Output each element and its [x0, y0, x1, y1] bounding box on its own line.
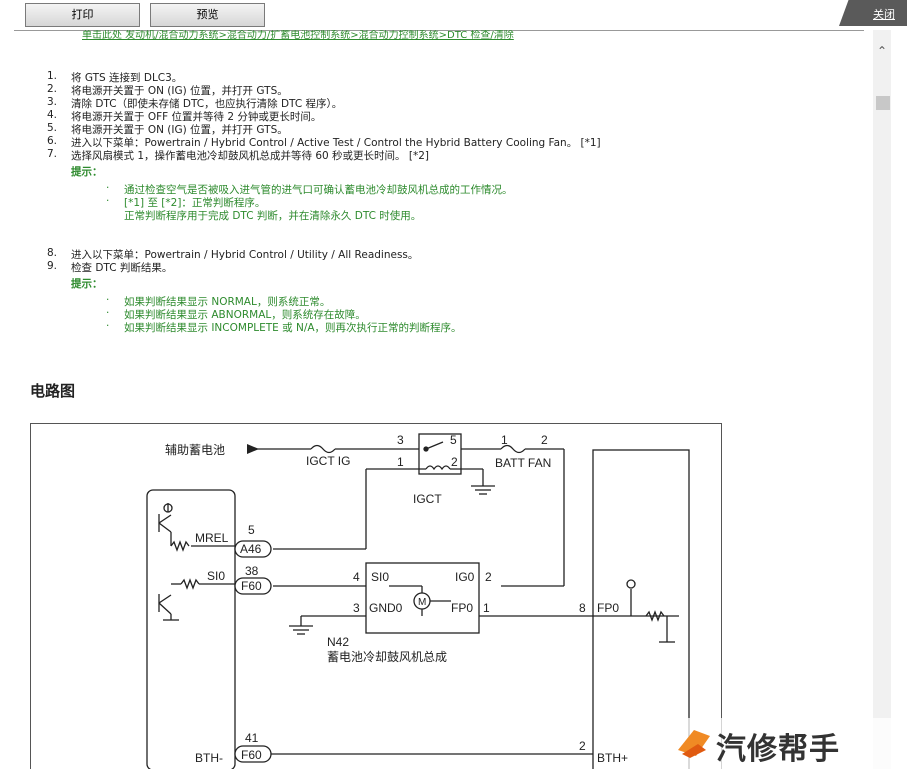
motor-symbol: M [418, 597, 426, 608]
svg-text:IG0: IG0 [455, 570, 475, 584]
fuse-batt-label: BATT FAN [495, 456, 551, 470]
diagram-labels: 辅助蓄电池 IGCT IG BATT FAN IGCT 3 5 1 2 1 2 … [165, 433, 628, 765]
vertical-scrollbar[interactable]: ⌃ [873, 30, 891, 769]
svg-text:FP0: FP0 [597, 601, 619, 615]
n42-name: 蓄电池冷却鼓风机总成 [327, 650, 447, 664]
print-button[interactable]: 打印 [25, 3, 140, 27]
svg-text:4: 4 [353, 570, 360, 584]
step-number: 3. [47, 96, 58, 108]
step-text: 选择风扇模式 1，操作蓄电池冷却鼓风机总成并等待 60 秒或更长时间。 [*2] [71, 150, 430, 162]
svg-text:2: 2 [541, 433, 548, 447]
circuit-diagram: 辅助蓄电池 IGCT IG BATT FAN IGCT 3 5 1 2 1 2 … [30, 423, 722, 769]
breadcrumb-link[interactable]: 单击此处 发动机/混合动力系统>混合动力/扩蓄电池控制系统>混合动力控制系统>D… [82, 30, 514, 41]
svg-text:FP0: FP0 [451, 601, 473, 615]
svg-text:38: 38 [245, 564, 259, 578]
svg-text:8: 8 [579, 601, 586, 615]
svg-text:SI0: SI0 [371, 570, 389, 584]
scroll-thumb[interactable] [876, 96, 890, 110]
watermark-text: 汽修帮手 [716, 732, 840, 767]
content-area: 单击此处 发动机/混合动力系统>混合动力/扩蓄电池控制系统>混合动力控制系统>D… [0, 30, 871, 769]
svg-text:1: 1 [501, 433, 508, 447]
svg-text:2: 2 [579, 739, 586, 753]
svg-text:5: 5 [450, 433, 457, 447]
step-number: 4. [47, 109, 58, 121]
toolbar: 打印 预览 关闭 [0, 0, 907, 30]
svg-text:GND0: GND0 [369, 601, 403, 615]
svg-text:1: 1 [397, 455, 404, 469]
watermark: 汽修帮手 [672, 718, 907, 769]
fuse-igct-label: IGCT IG [306, 454, 350, 468]
section-title: 电路图 [30, 382, 76, 400]
hint-label: 提示： [71, 278, 103, 290]
connector-f60: F60 [241, 579, 262, 593]
step-number: 8. [47, 247, 58, 259]
relay-label: IGCT [413, 492, 442, 506]
step-number: 9. [47, 260, 58, 272]
connector-a46: A46 [240, 542, 262, 556]
step-number: 6. [47, 135, 58, 147]
step-text: 进入以下菜单：Powertrain / Hybrid Control / Uti… [71, 249, 419, 261]
svg-text:41: 41 [245, 731, 259, 745]
chevron-up-icon[interactable]: ⌃ [876, 44, 888, 58]
svg-text:BTH+: BTH+ [597, 751, 628, 765]
step-number: 5. [47, 122, 58, 134]
aux-battery-label: 辅助蓄电池 [165, 443, 225, 457]
step-text: 清除 DTC（即使未存储 DTC，也应执行清除 DTC 程序）。 [71, 98, 343, 110]
svg-text:1: 1 [483, 601, 490, 615]
step-number: 2. [47, 83, 58, 95]
circuit-svg: 辅助蓄电池 IGCT IG BATT FAN IGCT 3 5 1 2 1 2 … [146, 433, 690, 769]
divider [14, 30, 864, 31]
wrench-logo-icon [678, 730, 710, 758]
step-number: 7. [47, 148, 58, 160]
svg-text:2: 2 [451, 455, 458, 469]
step-text: 进入以下菜单：Powertrain / Hybrid Control / Act… [71, 137, 601, 149]
svg-text:BTH-: BTH- [195, 751, 223, 765]
step-text: 将电源开关置于 ON (IG) 位置，并打开 GTS。 [71, 124, 288, 136]
n42-id: N42 [327, 635, 349, 649]
svg-text:2: 2 [485, 570, 492, 584]
si0-label: SI0 [207, 569, 225, 583]
svg-text:3: 3 [353, 601, 360, 615]
step-text: 将电源开关置于 ON (IG) 位置，并打开 GTS。 [71, 85, 288, 97]
step-number: 1. [47, 70, 58, 82]
close-link[interactable]: 关闭 [873, 8, 895, 21]
svg-text:F60: F60 [241, 748, 262, 762]
mrel-label: MREL [195, 531, 229, 545]
step-text: 将电源开关置于 OFF 位置并等待 2 分钟或更长时间。 [71, 111, 322, 123]
step-text: 将 GTS 连接到 DLC3。 [71, 72, 183, 84]
preview-button[interactable]: 预览 [150, 3, 265, 27]
step-text: 检查 DTC 判断结果。 [71, 262, 173, 274]
hint-label: 提示： [71, 166, 103, 178]
close-tab[interactable]: 关闭 [839, 0, 907, 26]
svg-text:3: 3 [397, 433, 404, 447]
svg-text:5: 5 [248, 523, 255, 537]
